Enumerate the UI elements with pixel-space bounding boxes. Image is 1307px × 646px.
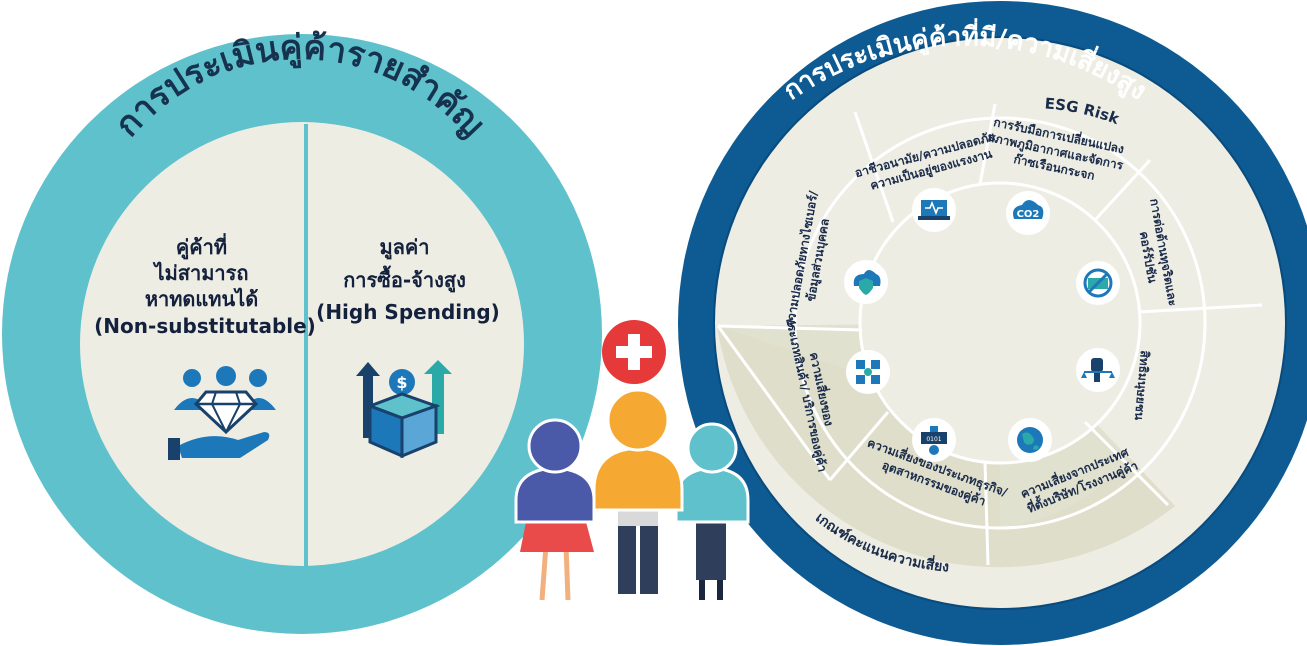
- left-inner-disc: [80, 122, 524, 566]
- right-ring-edge: [713, 36, 1287, 610]
- person-center: [592, 388, 684, 594]
- no-bribe-icon: [1076, 261, 1120, 305]
- mid-ring: [793, 116, 1207, 530]
- hand-diamond-people-icon: [168, 366, 276, 460]
- laptop-health-icon: [912, 188, 956, 232]
- svg-text:0101: 0101: [926, 436, 941, 443]
- inner-white-circle: [858, 181, 1142, 465]
- co2-icon: CO2: [1006, 191, 1050, 235]
- org-chart-icon: [846, 350, 890, 394]
- plus-icon: [602, 320, 666, 384]
- svg-text:$: $: [396, 373, 407, 392]
- cloud-shield-icon: [844, 260, 888, 304]
- fist-scale-icon: [1076, 348, 1120, 392]
- money-box-arrows-icon: $: [356, 360, 452, 459]
- left-circle-group: การประเมินคู่ค้ารายสำคัญ คู่ค้าที่ ไม่สา…: [2, 28, 602, 634]
- right-circle-group: การประเมินคู่ค้าที่มี/ความเสี่ยงสูง ESG …: [678, 1, 1307, 645]
- factory-gear-icon: 0101: [912, 418, 956, 462]
- col2-text: มูลค่า การซื้อ-จ้างสูง (High Spending): [316, 235, 500, 324]
- person-left: [514, 418, 596, 601]
- svg-text:CO2: CO2: [1017, 209, 1040, 220]
- globe-icon: [1008, 418, 1052, 462]
- person-right: [674, 422, 750, 600]
- people-group-icon: [514, 388, 750, 601]
- col1-text: คู่ค้าที่ ไม่สามารถ หาทดแทนได้ (Non-subs…: [94, 232, 316, 338]
